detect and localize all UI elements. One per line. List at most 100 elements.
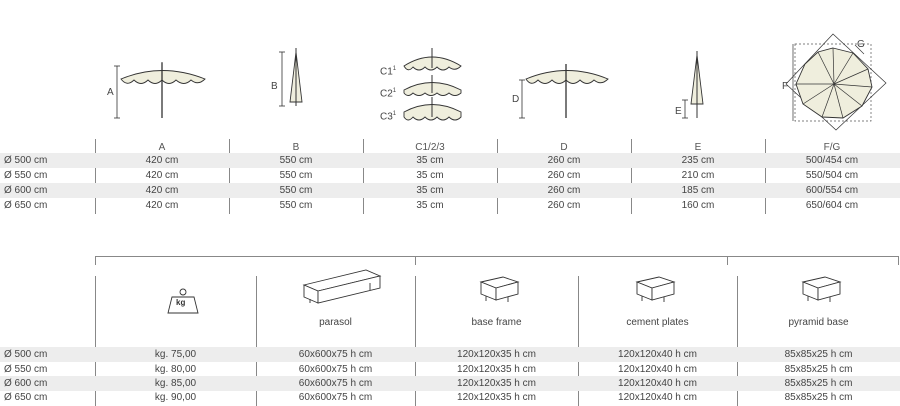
- row-label: Ø 500 cm: [4, 349, 48, 360]
- table-cell: kg. 90,00: [154, 392, 197, 403]
- table-cell: 550 cm: [279, 155, 313, 166]
- table-cell: 260 cm: [547, 155, 581, 166]
- header-b: B: [292, 142, 300, 153]
- label-g: G: [857, 39, 865, 50]
- label-c3: C31: [380, 111, 397, 123]
- row-label: Ø 550 cm: [4, 170, 48, 181]
- caption-parasol: parasol: [319, 317, 352, 328]
- table-cell: 185 cm: [681, 185, 715, 196]
- header-c: C1/2/3: [415, 142, 445, 153]
- row-label: Ø 650 cm: [4, 200, 48, 211]
- column-divider: [415, 276, 416, 406]
- table-cell: 260 cm: [547, 170, 581, 181]
- column-divider: [578, 276, 579, 406]
- column-divider: [737, 276, 738, 406]
- row-label: Ø 650 cm: [4, 392, 48, 403]
- header-a: A: [158, 142, 166, 153]
- label-f: F: [782, 81, 789, 92]
- parasol-box-icon: [302, 269, 382, 304]
- label-c1: C11: [380, 66, 397, 78]
- column-divider: [363, 139, 364, 214]
- cement-plates-box-icon: [635, 276, 676, 302]
- header-d: D: [560, 142, 568, 153]
- row-label: Ø 600 cm: [4, 185, 48, 196]
- caption-base-frame: base frame: [471, 317, 522, 328]
- table-cell: 120x120x35 h cm: [457, 349, 536, 360]
- row-label: Ø 600 cm: [4, 378, 48, 389]
- column-divider: [765, 139, 766, 214]
- table-cell: 260 cm: [547, 185, 581, 196]
- table-cell: 420 cm: [145, 200, 179, 211]
- header-e: E: [694, 142, 702, 153]
- table-cell: 600/554 cm: [805, 185, 859, 196]
- weight-icon: [167, 288, 199, 314]
- column-divider: [256, 276, 257, 406]
- table-cell: 85x85x25 h cm: [784, 392, 853, 403]
- table-cell: kg. 85,00: [154, 378, 197, 389]
- table-row: [0, 183, 900, 198]
- table-cell: kg. 80,00: [154, 364, 197, 375]
- column-divider: [229, 139, 230, 214]
- bracket-tick: [727, 256, 728, 265]
- column-divider: [631, 139, 632, 214]
- table-row: [0, 153, 900, 168]
- table-cell: 120x120x35 h cm: [457, 392, 536, 403]
- pyramid-base-box-icon: [801, 276, 842, 302]
- table-cell: 235 cm: [681, 155, 715, 166]
- table-cell: 420 cm: [145, 155, 179, 166]
- table-cell: 120x120x40 h cm: [618, 349, 697, 360]
- bracket-tick: [415, 256, 416, 265]
- table-cell: 650/604 cm: [805, 200, 859, 211]
- table-cell: 500/454 cm: [805, 155, 859, 166]
- label-d: D: [512, 94, 520, 105]
- row-label: Ø 550 cm: [4, 364, 48, 375]
- table-cell: 35 cm: [416, 155, 444, 166]
- table-cell: 85x85x25 h cm: [784, 364, 853, 375]
- table-cell: 420 cm: [145, 185, 179, 196]
- table-row: [0, 376, 900, 391]
- table-cell: 160 cm: [681, 200, 715, 211]
- table-cell: 120x120x35 h cm: [457, 378, 536, 389]
- column-divider: [95, 139, 96, 214]
- table-cell: 210 cm: [681, 170, 715, 181]
- caption-cement-plates: cement plates: [626, 317, 689, 328]
- caption-pyramid-base: pyramid base: [788, 317, 849, 328]
- column-divider: [95, 276, 96, 406]
- label-a: A: [107, 87, 114, 98]
- table-cell: kg. 75,00: [154, 349, 197, 360]
- table-cell: 550/504 cm: [805, 170, 859, 181]
- table-cell: 260 cm: [547, 200, 581, 211]
- table-cell: 60x600x75 h cm: [298, 392, 373, 403]
- table-cell: 35 cm: [416, 170, 444, 181]
- label-e: E: [675, 106, 682, 117]
- table-cell: 120x120x40 h cm: [618, 392, 697, 403]
- table-cell: 85x85x25 h cm: [784, 378, 853, 389]
- table-cell: 35 cm: [416, 185, 444, 196]
- label-b: B: [271, 81, 278, 92]
- table-cell: 550 cm: [279, 200, 313, 211]
- weight-icon-label: kg: [176, 298, 186, 307]
- header-fg: F/G: [823, 142, 841, 153]
- table-cell: 60x600x75 h cm: [298, 378, 373, 389]
- bracket-line: [95, 256, 899, 257]
- row-label: Ø 500 cm: [4, 155, 48, 166]
- table-cell: 60x600x75 h cm: [298, 364, 373, 375]
- table-cell: 85x85x25 h cm: [784, 349, 853, 360]
- table-cell: 60x600x75 h cm: [298, 349, 373, 360]
- base-frame-box-icon: [479, 276, 520, 302]
- bracket-tick: [95, 256, 96, 265]
- label-c2: C21: [380, 88, 397, 100]
- table-cell: 120x120x40 h cm: [618, 378, 697, 389]
- column-divider: [497, 139, 498, 214]
- table-cell: 120x120x40 h cm: [618, 364, 697, 375]
- table-cell: 550 cm: [279, 170, 313, 181]
- table-row: [0, 347, 900, 362]
- table-cell: 120x120x35 h cm: [457, 364, 536, 375]
- bracket-tick: [898, 256, 899, 265]
